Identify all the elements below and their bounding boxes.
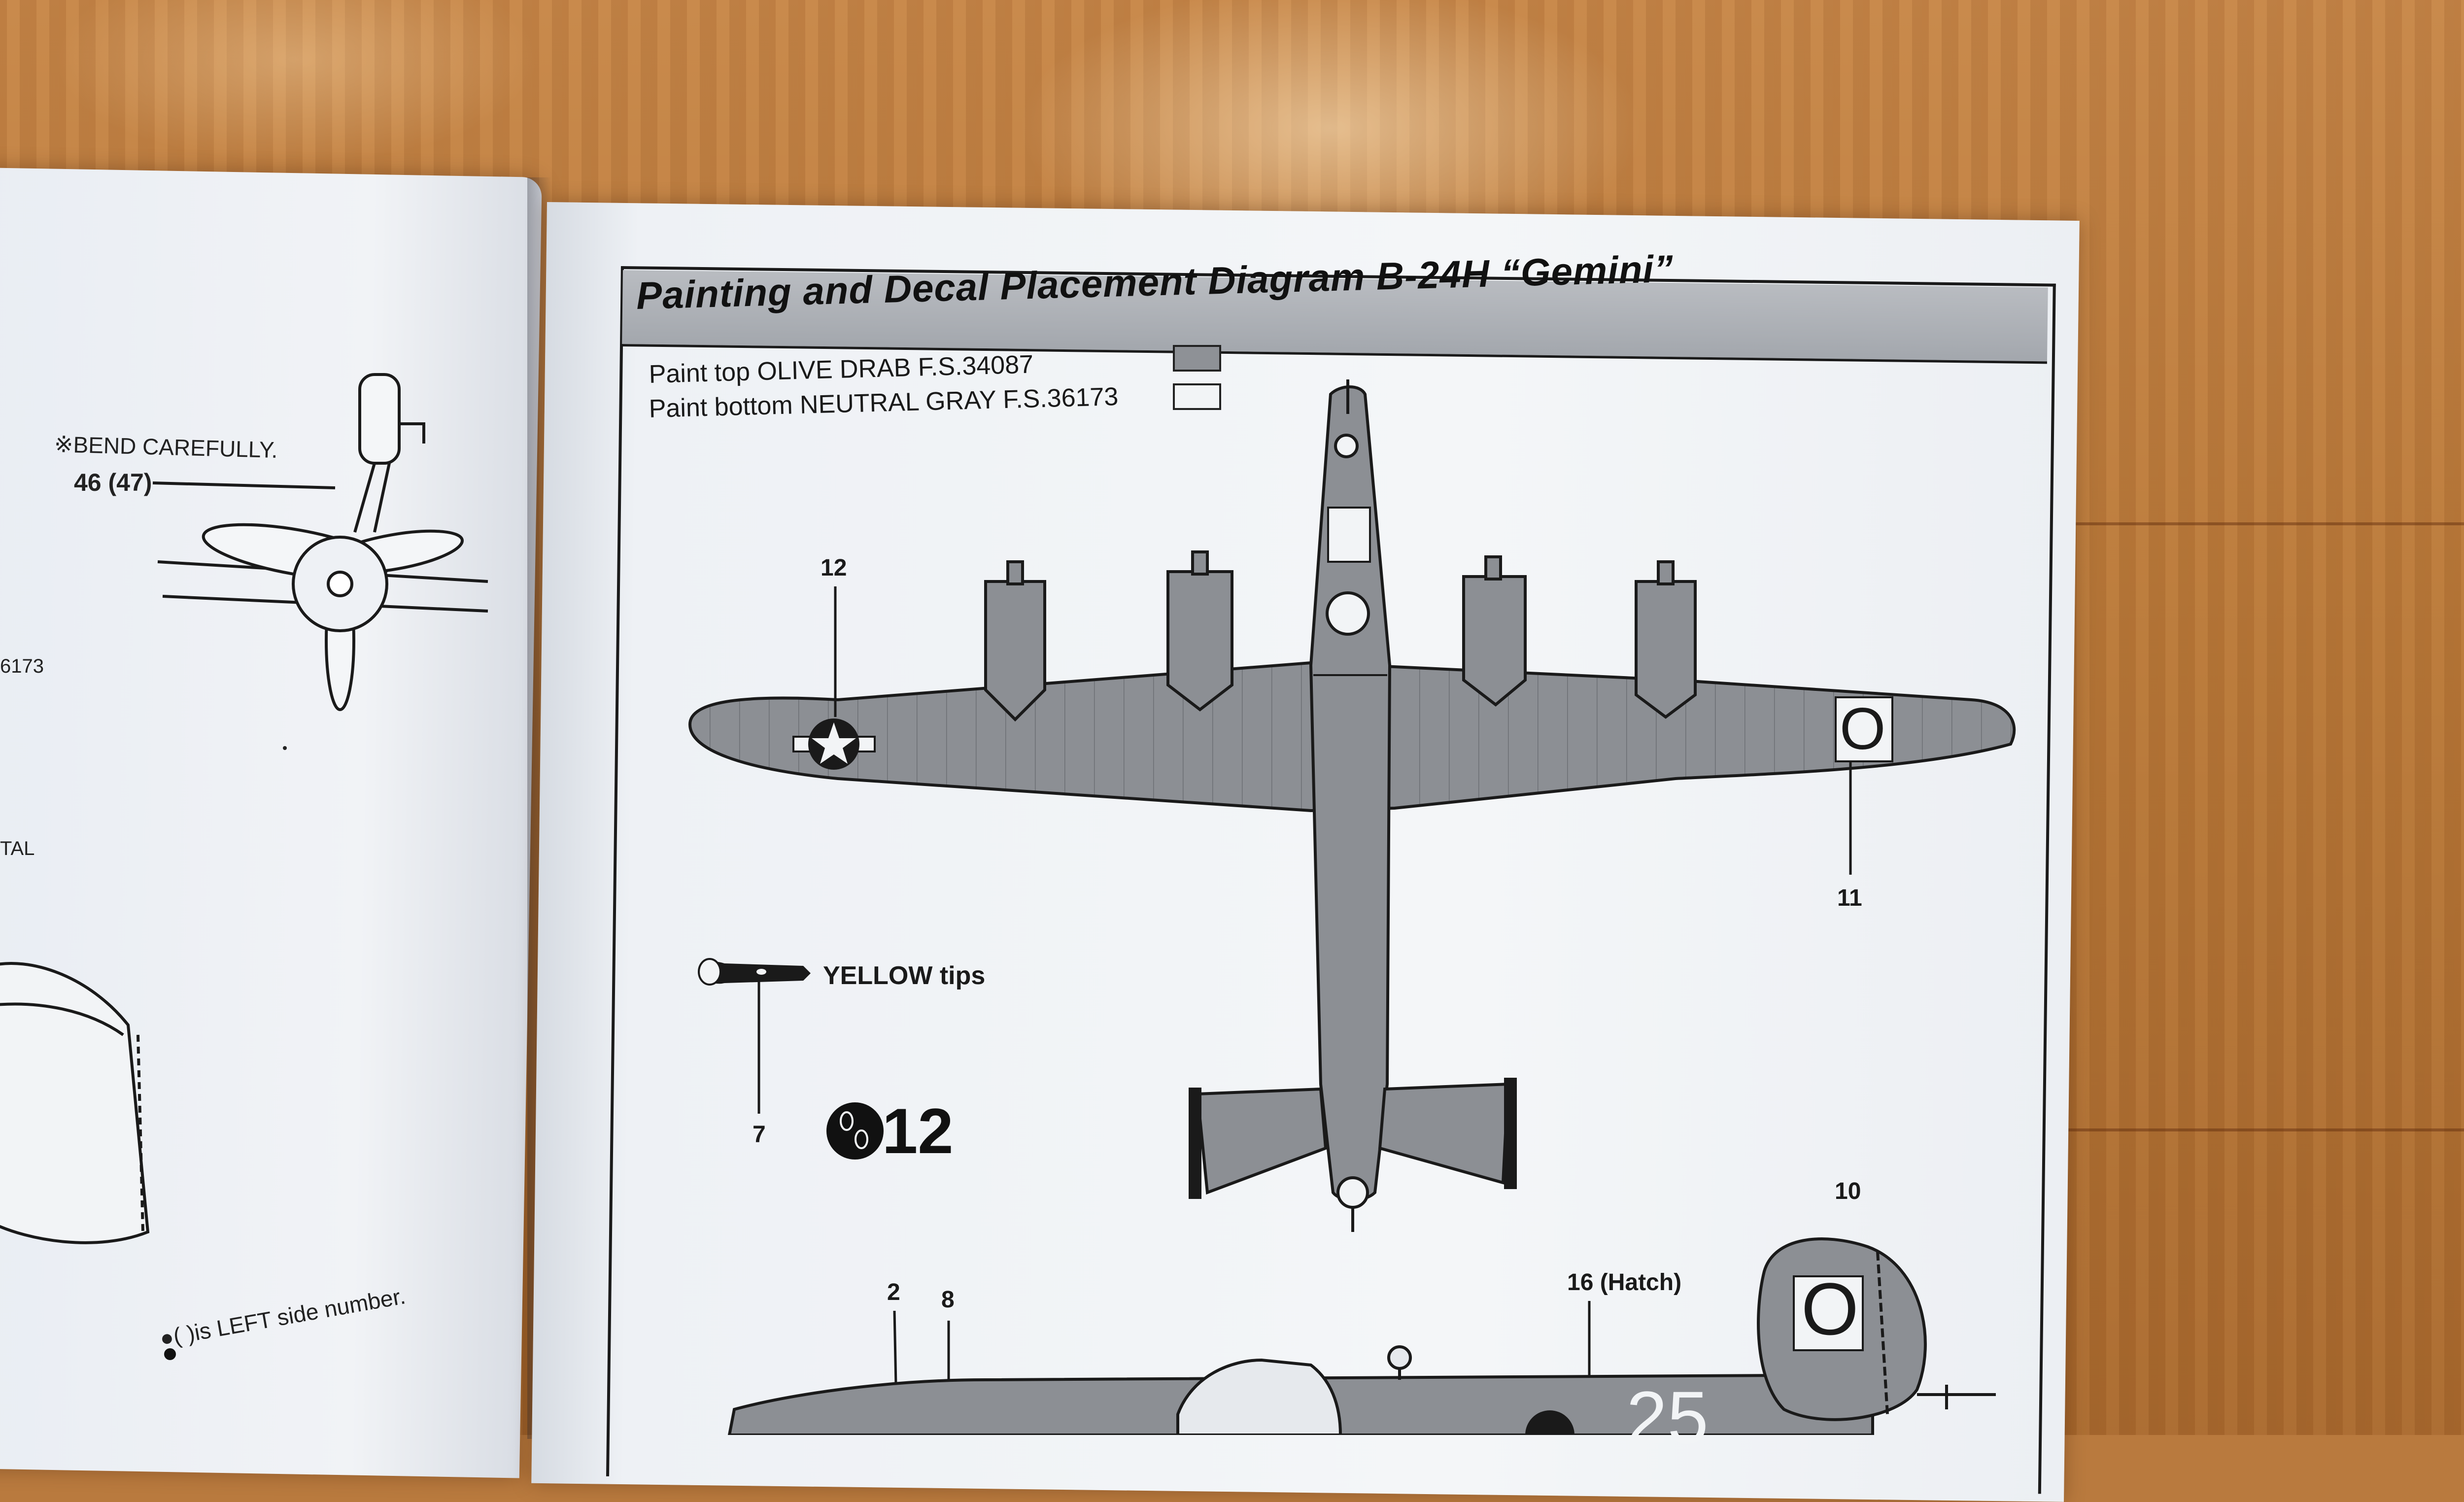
- fuselage-code: 25: [1626, 1376, 1709, 1459]
- engine-1: [984, 580, 1046, 722]
- decal-sheet-number: 12: [882, 1095, 954, 1167]
- callout-star-insignia: 12: [821, 555, 847, 581]
- canopy-sketch: [0, 962, 150, 1244]
- fuselage: [1309, 385, 1392, 1201]
- star-insignia: [792, 718, 876, 770]
- fragment-code: 6173: [0, 655, 44, 677]
- engine-3: [1462, 575, 1527, 707]
- wing-decal-letter: O: [1840, 696, 1886, 762]
- decal-sheet-badge-icon: [826, 1102, 884, 1160]
- engine-4: [1635, 580, 1697, 719]
- callout-tail-letter: 10: [1835, 1178, 1861, 1204]
- callout-nose-a: 2: [887, 1279, 900, 1305]
- landing-gear-sketch: [152, 373, 488, 711]
- tailplane: [1196, 1082, 1510, 1195]
- callout-wing-letter: 11: [1837, 885, 1862, 911]
- plank-seam: [2065, 522, 2464, 525]
- tail-decal-letter: O: [1801, 1267, 1859, 1350]
- wing-letter-decal-box: [1835, 696, 1893, 762]
- propeller-blade-icon: [698, 958, 811, 986]
- plank-seam: [2065, 1128, 2464, 1131]
- b24-top-view: [688, 379, 2016, 1435]
- left-page-drawings: [0, 373, 488, 1360]
- callout-hatch: 16 (Hatch): [1567, 1269, 1682, 1296]
- fragment-tal: TAL: [0, 838, 35, 859]
- engine-2: [1166, 570, 1233, 712]
- fuselage-star-insignia: [1525, 1410, 1574, 1435]
- b24-side-view: [727, 1237, 1996, 1435]
- part-ref: 46 (47): [74, 469, 152, 496]
- callout-nose-b: 8: [941, 1287, 955, 1313]
- callout-propeller-tip: 7: [753, 1122, 766, 1148]
- olive-drab-swatch: [1173, 345, 1221, 372]
- yellow-tips-note: YELLOW tips: [823, 961, 986, 990]
- neutral-gray-swatch: [1173, 383, 1221, 410]
